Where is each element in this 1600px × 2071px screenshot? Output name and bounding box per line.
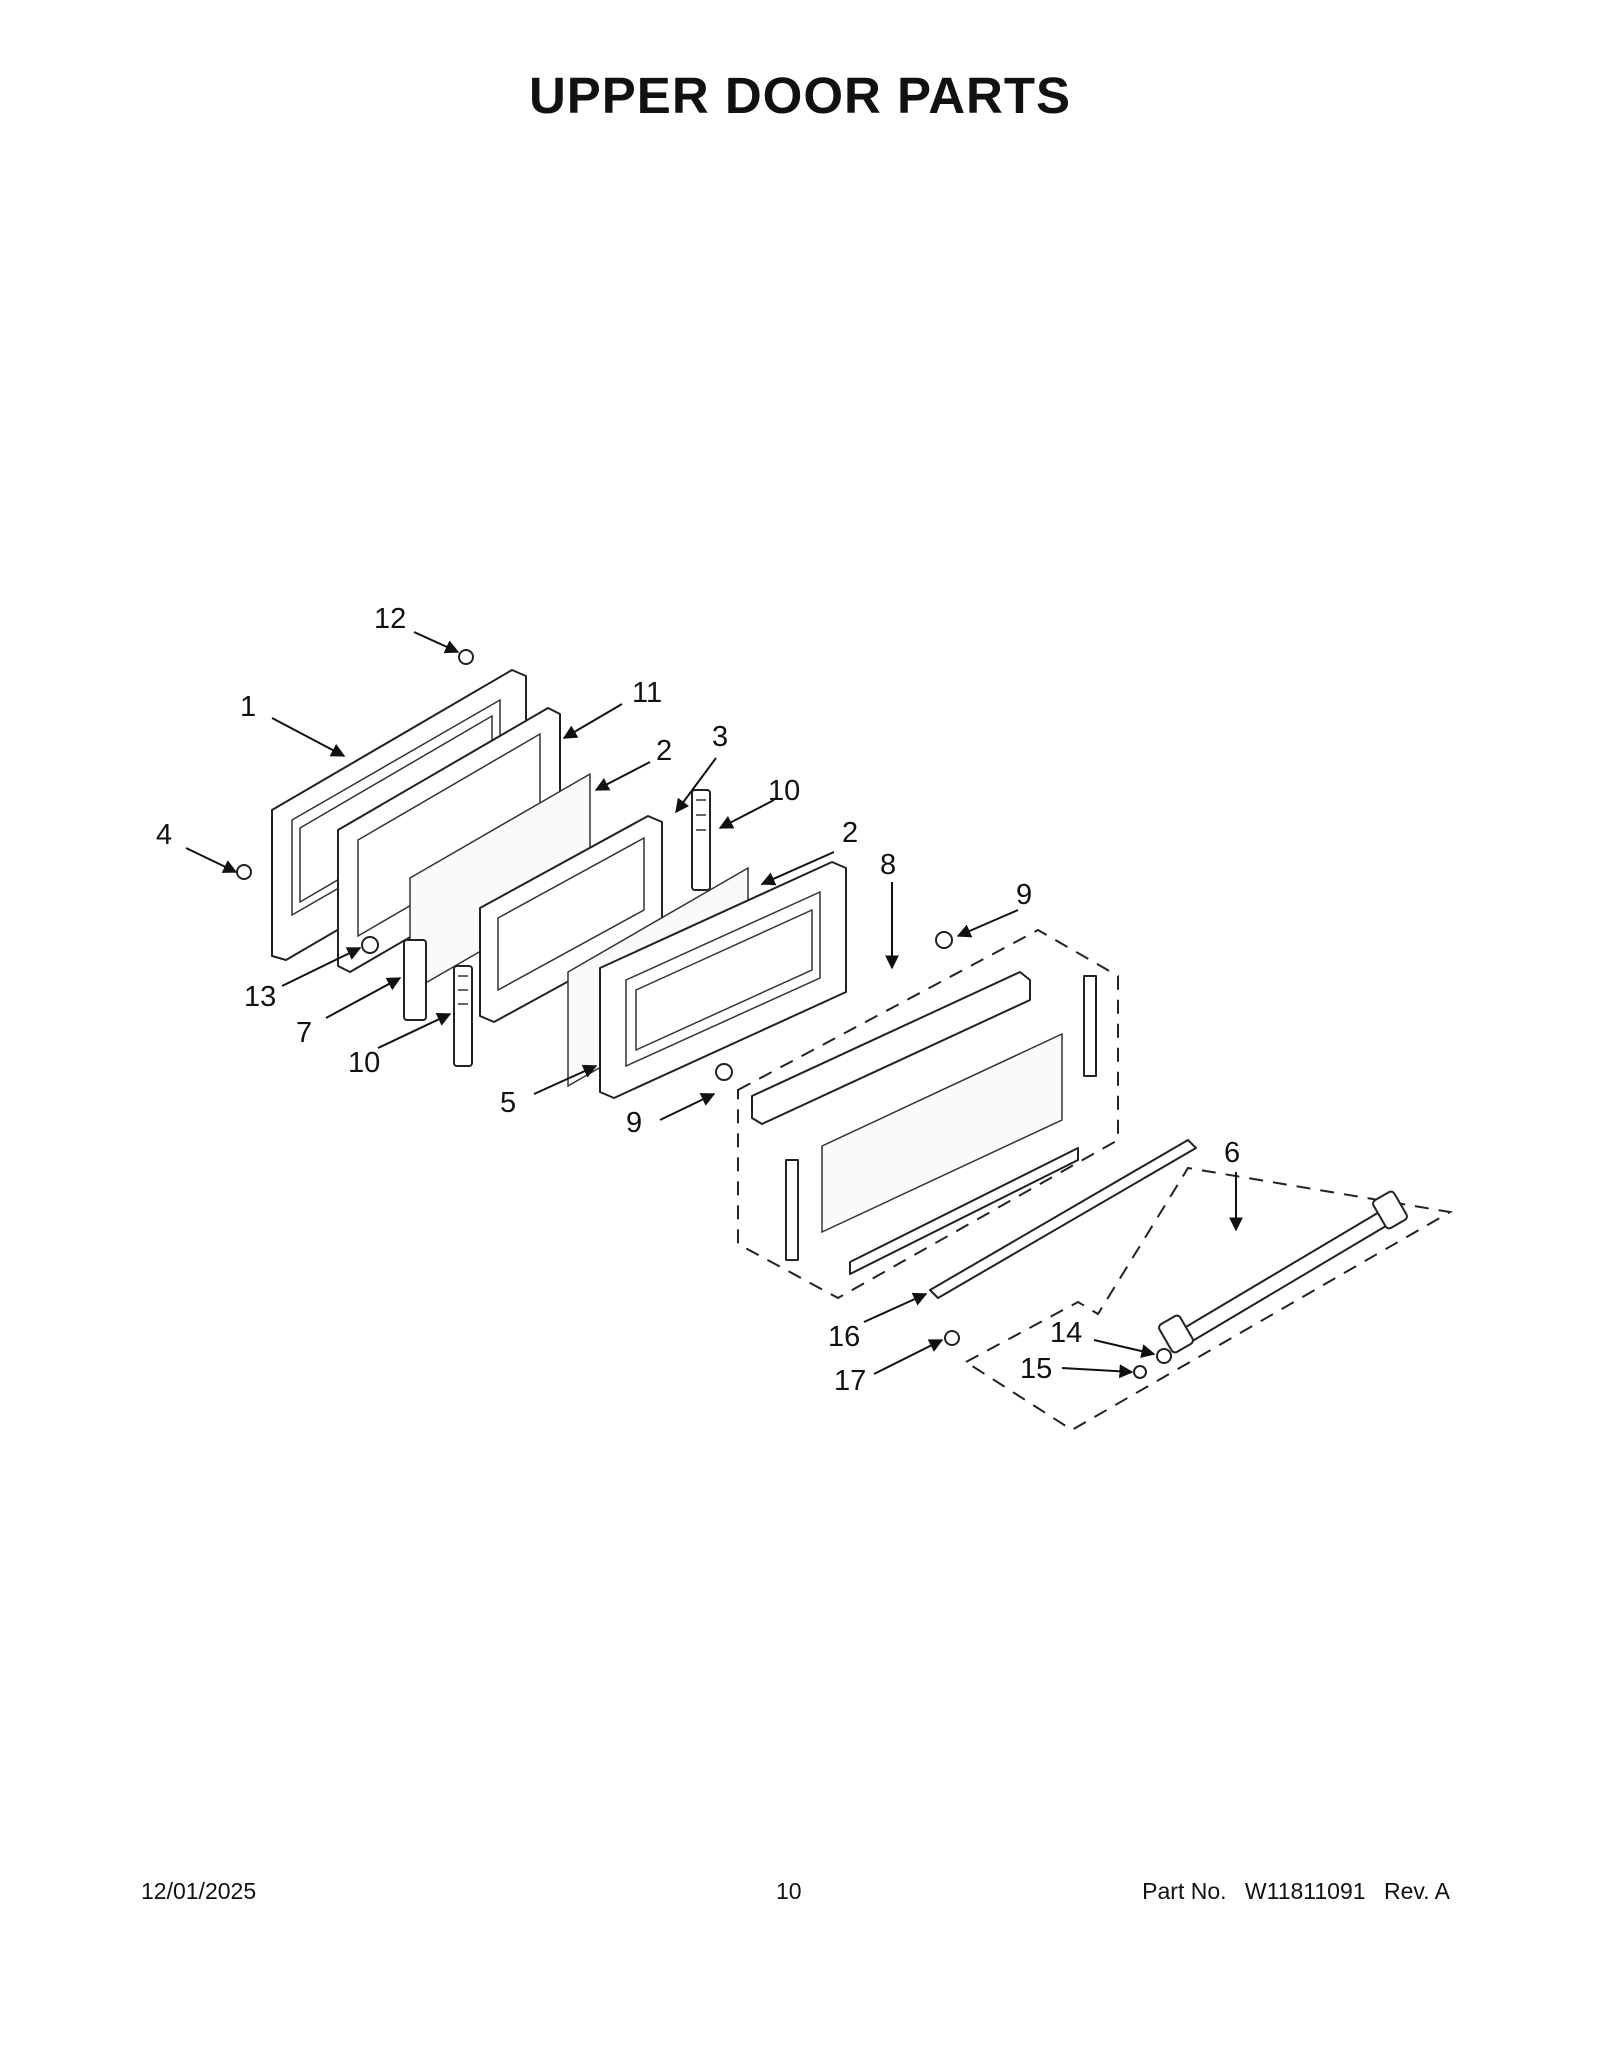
callout-13: 13	[244, 981, 276, 1013]
part-hinge-right	[691, 789, 711, 891]
footer-part-info: Part No. W11811091 Rev. A	[1130, 1878, 1450, 1905]
part-handle	[1158, 1190, 1408, 1354]
callout-1: 1	[240, 691, 256, 723]
callout-2-upper: 2	[656, 735, 672, 767]
part-screw-13	[361, 936, 379, 954]
footer-part-number: W11811091	[1244, 1878, 1366, 1904]
callout-4: 4	[156, 819, 172, 851]
callout-6: 6	[1224, 1137, 1240, 1169]
footer-date: 12/01/2025	[141, 1878, 257, 1904]
part-spacer-14	[1156, 1348, 1172, 1364]
callout-2-lower: 2	[842, 817, 858, 849]
callout-12: 12	[374, 603, 406, 635]
part-screw-12	[458, 649, 474, 665]
callout-17: 17	[834, 1365, 866, 1397]
footer-part-label: Part No.	[1142, 1878, 1227, 1904]
callout-15: 15	[1020, 1353, 1052, 1385]
callout-11: 11	[632, 677, 662, 709]
callout-5: 5	[500, 1087, 516, 1119]
callout-10-upper: 10	[768, 775, 800, 807]
callout-9-lower: 9	[626, 1107, 642, 1139]
callout-3: 3	[712, 721, 728, 753]
part-outer-glass-frame	[599, 861, 847, 1099]
callout-9-upper: 9	[1016, 879, 1032, 911]
part-screw-15	[1133, 1365, 1147, 1379]
callout-16: 16	[828, 1321, 860, 1353]
part-screw-4	[236, 864, 252, 880]
footer-revision: Rev. A	[1383, 1878, 1450, 1904]
part-screw-9-upper	[935, 931, 953, 949]
leader-lines	[185, 631, 1243, 1379]
footer-page-number: 10	[776, 1878, 802, 1904]
callout-14: 14	[1050, 1317, 1082, 1349]
callout-8: 8	[880, 849, 896, 881]
page-title: UPPER DOOR PARTS	[528, 67, 1072, 124]
assembly-outline-door	[737, 928, 1119, 1300]
part-screw-9-lower	[715, 1063, 733, 1081]
part-outer-door	[751, 971, 1097, 1275]
part-hinge-receiver	[403, 939, 427, 1021]
assembly-outline-handle	[964, 1166, 1453, 1432]
callout-7: 7	[296, 1017, 312, 1049]
part-bottom-trim	[929, 1139, 1197, 1299]
callout-10-lower: 10	[348, 1047, 380, 1079]
part-hinge-left	[453, 965, 473, 1067]
part-screw-17	[944, 1330, 960, 1346]
